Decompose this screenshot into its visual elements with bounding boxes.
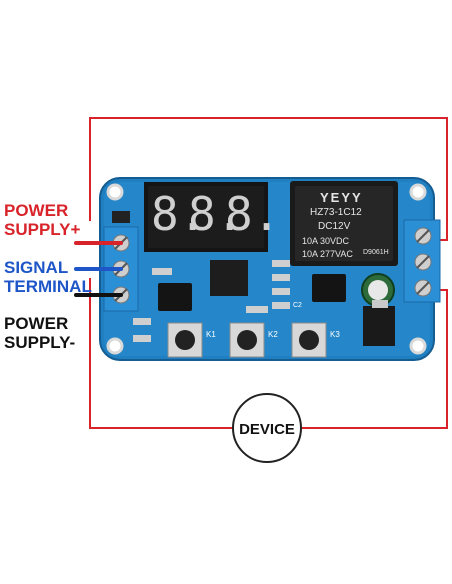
label-signal-terminal: SIGNAL TERMINAL [4,258,92,296]
label-power-supply-minus: POWER SUPPLY- [4,314,75,352]
relay-code: D9061H [363,249,389,256]
label-line: SUPPLY+ [4,220,81,239]
voltage-regulator [363,306,395,346]
label-line: TERMINAL [4,277,92,296]
relay-module-board [99,177,435,361]
label-power-supply-plus: POWER SUPPLY+ [4,201,80,239]
relay-model: HZ73-1C12 [310,207,362,218]
seven-segment-display [144,182,268,252]
push-button-k2 [229,322,265,358]
ic-chip [210,260,248,296]
relay [290,181,398,266]
label-line: POWER [4,201,69,220]
relay-coil: DC12V [318,221,351,232]
mount-hole [409,337,427,355]
diode [112,211,130,223]
push-button-k1 [167,322,203,358]
display-digit: 8. [225,187,281,241]
optocoupler [158,283,192,311]
mount-hole [409,183,427,201]
display-digit: 8. [188,187,244,241]
display-digit: 8. [151,187,207,241]
button-label-k3: K3 [330,330,340,339]
relay-brand: YEYY [320,190,363,205]
push-button-k3 [291,322,327,358]
optocoupler [312,274,346,302]
mount-hole [106,337,124,355]
relay-rating-dc: 10A 30VDC [302,236,350,246]
relay-rating-ac: 10A 277VAC [302,249,353,259]
load-loop-left-wire [89,278,233,429]
output-terminal-block [403,219,441,303]
device-label: DEVICE [239,421,295,438]
button-label-k1: K1 [206,330,216,339]
label-line: POWER [4,314,69,333]
device-circle [232,393,302,463]
label-line: SIGNAL [4,258,69,277]
load-loop-top-wire [89,117,448,241]
mount-hole [106,183,124,201]
button-label-k2: K2 [268,330,278,339]
board-marking-c2: C2 [293,302,302,309]
label-line: SUPPLY- [4,333,76,352]
